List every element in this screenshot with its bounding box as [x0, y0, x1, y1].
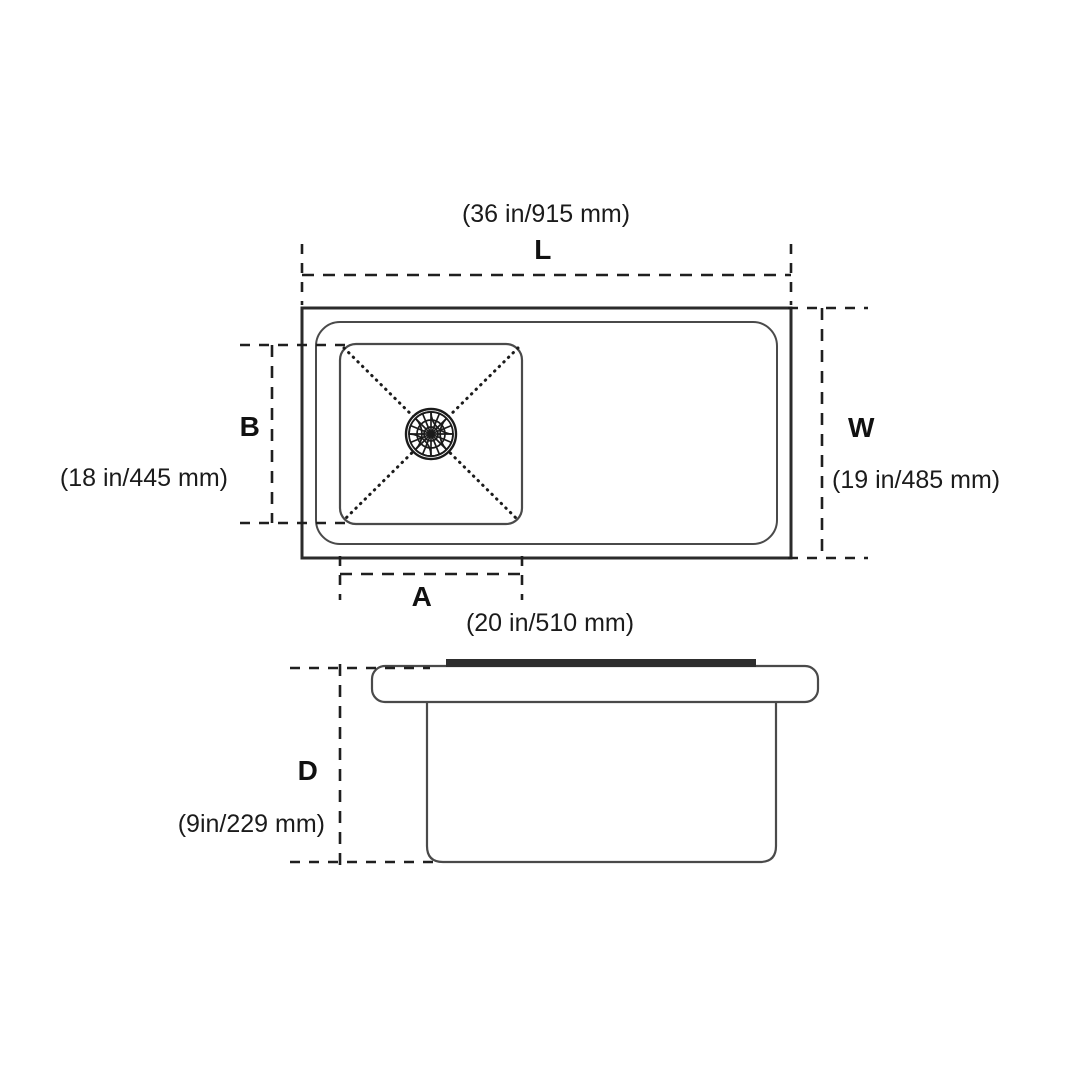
dimension-bowl-width-letter: B — [240, 411, 261, 442]
sink-deck-outline — [300, 306, 793, 560]
dimension-overall-width-W: W (19 in/485 mm) — [788, 306, 1000, 560]
sink-recess-outline — [315, 321, 778, 545]
dimension-bowl-width-B: B (18 in/445 mm) — [60, 343, 345, 525]
dimension-bowl-width-value: (18 in/445 mm) — [60, 464, 228, 492]
sink-bowl-body-outline — [425, 702, 778, 864]
sink-bowl-outline — [338, 342, 524, 526]
dimension-overall-width-letter: W — [848, 412, 875, 443]
dimension-length-letter: L — [534, 234, 552, 265]
sink-rim-outline — [370, 664, 820, 704]
dimension-overall-width-value: (19 in/485 mm) — [832, 466, 1000, 494]
dimension-length-L: (36 in/915 mm) L — [300, 200, 793, 305]
side-view: D (9in/229 mm) — [178, 659, 820, 866]
dimension-length-value: (36 in/915 mm) — [462, 200, 630, 228]
drain-strainer-icon — [404, 407, 458, 461]
dimension-bowl-length-A: A (20 in/510 mm) — [338, 556, 634, 637]
dimension-bowl-length-letter: A — [412, 581, 433, 612]
dimension-bowl-length-value: (20 in/510 mm) — [466, 609, 634, 637]
dimension-depth-value: (9in/229 mm) — [178, 810, 325, 838]
sink-rim-bar — [446, 659, 756, 667]
dimension-depth-letter: D — [298, 755, 319, 786]
top-view: (36 in/915 mm) L B (18 in/445 mm) W (19 … — [60, 200, 1000, 637]
dimension-depth-D: D (9in/229 mm) — [178, 664, 440, 866]
